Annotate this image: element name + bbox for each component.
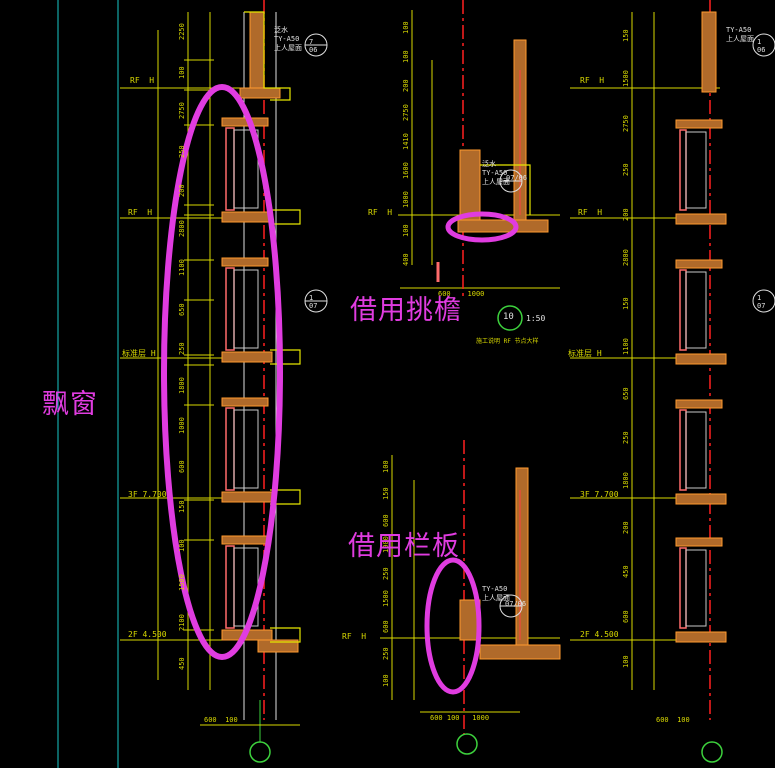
dimension-label: 1500	[622, 70, 630, 87]
left-bottom-dims: 600 100	[204, 716, 238, 724]
left-level-2f: 2F 4.500	[128, 630, 167, 639]
dimension-label: 250	[382, 567, 390, 580]
dimension-label: 1600	[402, 162, 410, 179]
dimension-label: 1100	[622, 338, 630, 355]
dimension-label: 100	[402, 224, 410, 237]
dimension-label: 150	[622, 297, 630, 311]
dimension-label: 600	[382, 620, 390, 634]
dimension-label: 1000	[402, 190, 410, 208]
dimension-label: 650	[622, 387, 630, 400]
dimension-label: 2750	[402, 104, 410, 122]
dimension-label: 2750	[622, 114, 630, 132]
dimension-label: 1800	[178, 377, 186, 395]
dimension-label: 250	[622, 431, 630, 445]
dimension-label: 2250	[178, 22, 186, 40]
dimension-label: 2800	[622, 248, 630, 266]
borrowed-parapet-highlight-ellipse	[424, 557, 482, 695]
dimension-label: 250	[622, 163, 630, 177]
dimension-label: 650	[178, 302, 186, 316]
dimension-label: 1500	[382, 589, 390, 607]
borrowed-eave-annotation: 借用挑檐	[350, 295, 462, 326]
right-note-top: TY-A50 上人屋面	[726, 26, 754, 43]
mid-top-level: RF H	[368, 208, 393, 217]
middle-top-section	[398, 0, 560, 331]
dimension-label: 100	[382, 674, 390, 687]
dimension-label: 150	[178, 499, 186, 513]
dimension-label: 1500	[178, 574, 186, 592]
dimension-label: 250	[178, 145, 186, 158]
dimension-label: 1100	[178, 259, 186, 277]
left-level-std: 标准层 H	[122, 349, 156, 358]
left-level-3f: 3F 7.700	[128, 490, 167, 499]
dimension-label: 450	[178, 657, 186, 671]
dimension-label: 100	[402, 21, 410, 35]
mid-bottom-level: RF H	[342, 632, 367, 641]
dimension-label: 250	[178, 342, 186, 355]
right-bottom-dims: 600 100	[656, 716, 690, 724]
dimension-label: 400	[402, 252, 410, 266]
mid-top-bottom-dims: 600 1000	[438, 290, 485, 298]
middle-bottom-section	[380, 440, 561, 755]
dimension-label: 2800	[178, 219, 186, 237]
right-level-rf: RF H	[580, 76, 605, 85]
dimension-label: 200	[622, 208, 630, 221]
left-level-h: RF H	[128, 208, 153, 217]
mid-top-callout-num: 07/06	[506, 174, 528, 182]
dimension-label: 600	[178, 460, 186, 474]
detail-bubble	[497, 305, 523, 331]
dimension-label: 2100	[178, 614, 186, 631]
right-level-2f: 2F 4.500	[580, 630, 619, 639]
dimension-label: 100	[382, 460, 390, 474]
borrowed-parapet-annotation: 借用栏板	[348, 531, 460, 562]
left-section	[120, 0, 328, 763]
dimension-label: 450	[622, 565, 630, 579]
borrowed-eave-highlight-ellipse	[445, 211, 519, 243]
dimension-label: 200	[622, 521, 630, 534]
dimension-label: 200	[402, 79, 410, 93]
dimension-label: 100	[178, 539, 186, 553]
bay-window-annotation: 飘窗	[42, 389, 98, 420]
dimension-label: 1410	[402, 133, 410, 150]
dimension-label: 2750	[178, 101, 186, 119]
dimension-label: 100	[622, 655, 630, 668]
detail-number: 10	[503, 312, 514, 322]
right-section	[570, 0, 775, 763]
detail-scale: 1:50	[526, 314, 546, 323]
dimension-label: 150	[382, 487, 390, 500]
mid-bottom-bottom-dims: 600 100 1000	[430, 714, 490, 722]
right-level-3f: 3F 7.700	[580, 490, 619, 499]
left-note-top: 泛水 TY-A50 上人屋面	[274, 26, 302, 52]
mid-bottom-callout-num: 07/06	[505, 600, 527, 608]
dimension-label: 1000	[178, 416, 186, 434]
mid-top-note: 泛水 TY-A50 上人屋面	[482, 160, 510, 186]
dimension-label: 200	[178, 184, 186, 198]
dimension-label: 250	[382, 647, 390, 660]
dimension-label: 1800	[622, 472, 630, 489]
right-level-h: RF H	[578, 208, 603, 217]
dimension-label: 600	[622, 610, 630, 623]
mid-bottom-note: TY-A50 上人屋面	[482, 585, 510, 602]
dimension-label: 150	[622, 29, 630, 43]
right-level-std: 标准层 H	[568, 349, 602, 358]
left-level-rf: RF H	[130, 76, 155, 85]
dimension-label: 100	[178, 66, 186, 80]
dimension-label: 100	[402, 50, 410, 64]
bay-window-highlight-ellipse	[161, 84, 283, 660]
detail-caption: 施工说明 RF 节点大样	[476, 338, 539, 345]
